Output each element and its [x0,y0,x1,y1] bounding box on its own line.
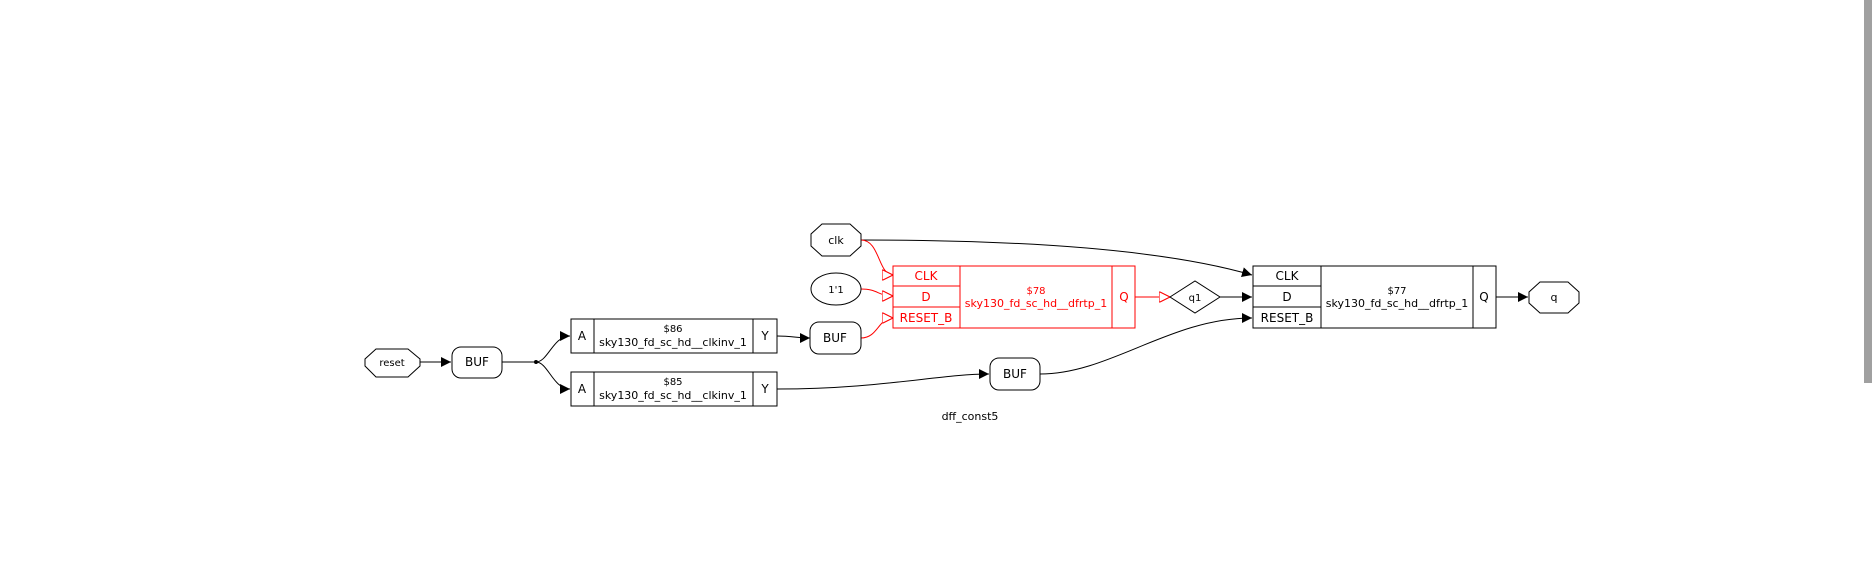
wire-inv86-buf2 [776,332,811,343]
cell-dff77-pin-d: D [1282,290,1291,304]
diagram-title: dff_const5 [942,410,999,423]
port-clk[interactable]: clk [810,223,862,257]
wire-clk-dff77 [860,239,1253,278]
port-const[interactable]: 1'1 [810,272,862,306]
net-q1[interactable]: q1 [1169,280,1221,314]
port-const-label: 1'1 [828,285,843,296]
buffer-inv86[interactable]: BUF [809,321,862,355]
cell-dff78[interactable]: CLK D RESET_B $78 sky130_fd_sc_hd__dfrtp… [892,265,1136,329]
wire-junction-inv85 [535,361,571,394]
buffer-inv85[interactable]: BUF [989,357,1041,391]
cell-inv86-pin-a: A [578,329,587,343]
red-wires [860,239,1170,339]
cell-dff78-pin-clk: CLK [915,269,939,283]
port-reset-label: reset [379,358,404,369]
cell-dff77[interactable]: CLK D RESET_B $77 sky130_fd_sc_hd__dfrtp… [1252,265,1497,329]
cell-inv85-pin-a: A [578,382,587,396]
cell-dff77-id: $77 [1387,286,1406,297]
cell-inv86[interactable]: A $86 sky130_fd_sc_hd__clkinv_1 Y [570,318,778,354]
cell-dff78-pin-reset: RESET_B [900,311,953,325]
cell-dff78-pin-d: D [921,290,930,304]
port-reset[interactable]: reset [364,348,421,378]
wires [420,239,1528,394]
junction-dot [534,360,538,364]
wire-inv85-buf3 [776,369,990,390]
buffer-inv86-label: BUF [823,331,847,345]
port-q-label: q [1551,291,1558,304]
vertical-scrollbar-thumb[interactable] [1864,0,1872,383]
wire-clk-dff78 [860,239,894,275]
cell-dff78-id: $78 [1026,286,1045,297]
cell-dff77-pin-clk: CLK [1276,269,1300,283]
cell-dff77-type: sky130_fd_sc_hd__dfrtp_1 [1326,297,1468,310]
wire-buf2-dff78 [860,318,894,339]
net-q1-label: q1 [1189,293,1202,304]
cell-inv86-pin-y: Y [760,329,769,343]
cell-inv86-type: sky130_fd_sc_hd__clkinv_1 [599,336,747,349]
cell-dff78-pin-q: Q [1119,290,1128,304]
wire-const-dff78 [860,288,893,296]
wire-junction-inv86 [535,331,571,363]
wire-buf3-dff77 [1039,313,1253,375]
buffer-inv85-label: BUF [1003,367,1027,381]
cell-dff78-type: sky130_fd_sc_hd__dfrtp_1 [965,297,1107,310]
buffer-reset[interactable]: BUF [451,346,503,379]
port-q[interactable]: q [1528,281,1580,314]
cell-dff77-pin-reset: RESET_B [1261,311,1314,325]
cell-dff77-pin-q: Q [1479,290,1488,304]
cell-inv85[interactable]: A $85 sky130_fd_sc_hd__clkinv_1 Y [570,371,778,407]
buffer-reset-label: BUF [465,355,489,369]
cell-inv85-type: sky130_fd_sc_hd__clkinv_1 [599,389,747,402]
cell-inv85-pin-y: Y [760,382,769,396]
cell-inv86-id: $86 [663,324,682,335]
port-clk-label: clk [828,234,844,247]
cell-inv85-id: $85 [663,377,682,388]
